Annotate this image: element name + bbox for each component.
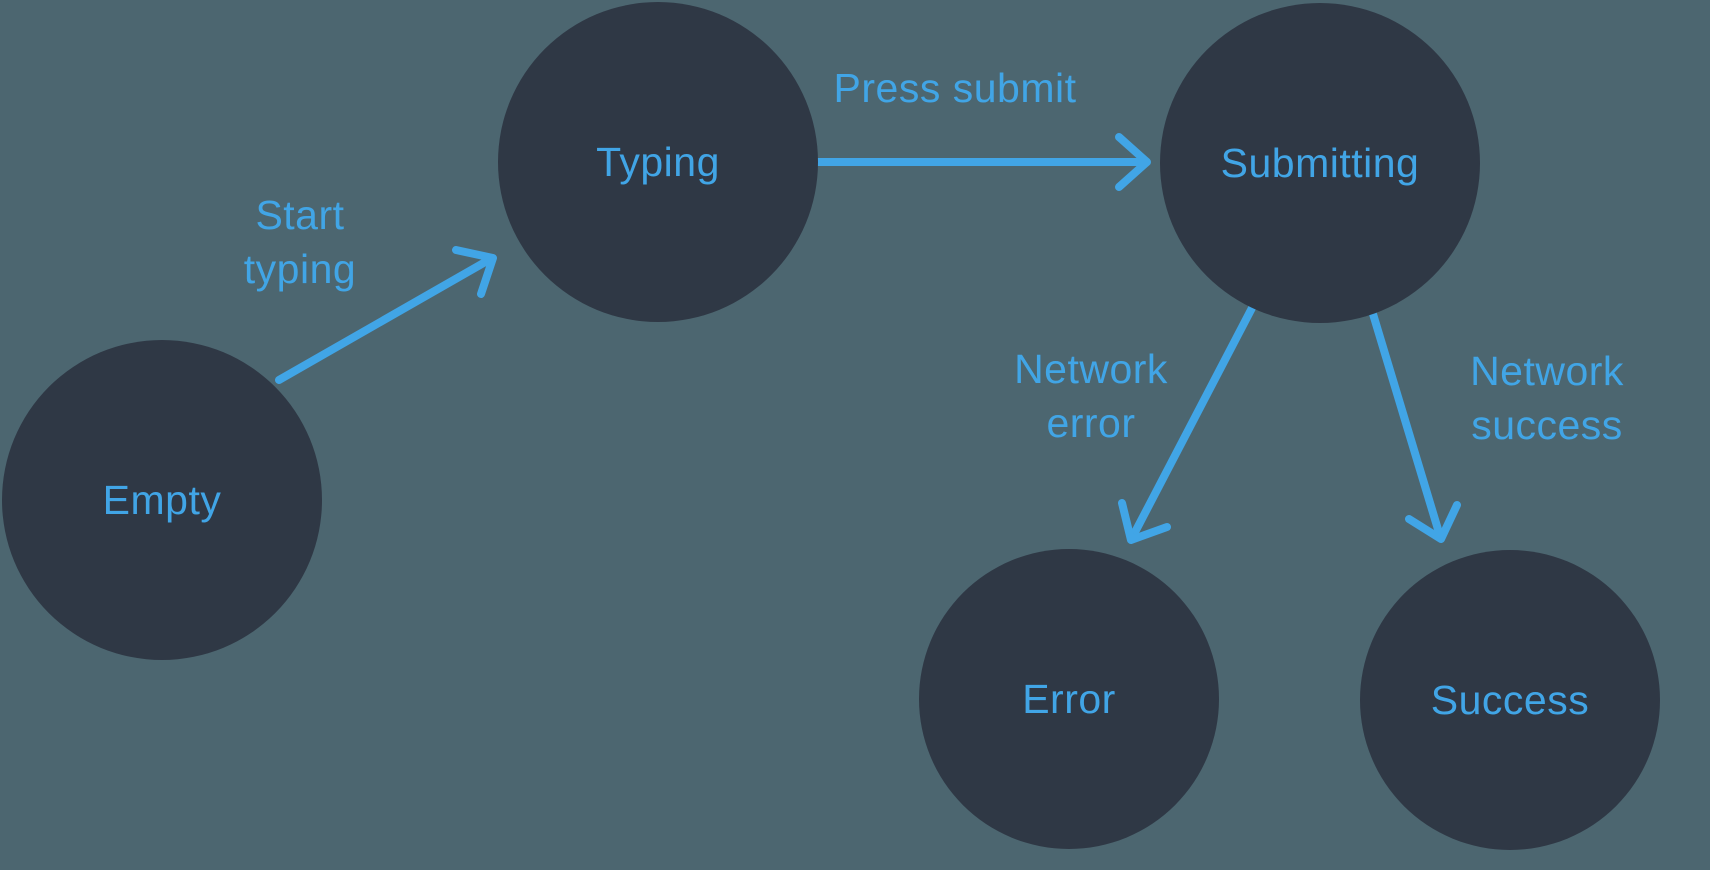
arrowhead-icon (452, 246, 497, 298)
edge-label-network-success: Network success (1470, 347, 1624, 448)
edge-label-press-submit: Press submit (833, 64, 1077, 111)
state-label-error: Error (1022, 675, 1116, 722)
arrowhead-icon (1405, 501, 1461, 543)
state-success: Success (1360, 550, 1660, 850)
edge-label-start-typing: Start typing (243, 191, 357, 292)
state-label-success: Success (1430, 676, 1590, 723)
arrow-shaft (1369, 310, 1444, 540)
arrowhead-icon (1115, 133, 1151, 191)
state-label-typing: Typing (596, 138, 720, 185)
state-submitting: Submitting (1160, 3, 1480, 323)
edge-submitting-to-success (1369, 310, 1461, 543)
state-typing: Typing (498, 2, 818, 322)
edge-typing-to-submitting (809, 133, 1151, 191)
state-error: Error (919, 549, 1219, 849)
edge-label-network-error: Network error (1014, 345, 1168, 446)
state-empty: Empty (2, 340, 322, 660)
state-label-submitting: Submitting (1220, 139, 1420, 186)
state-label-empty: Empty (102, 476, 222, 523)
arrowhead-icon (1118, 499, 1171, 544)
